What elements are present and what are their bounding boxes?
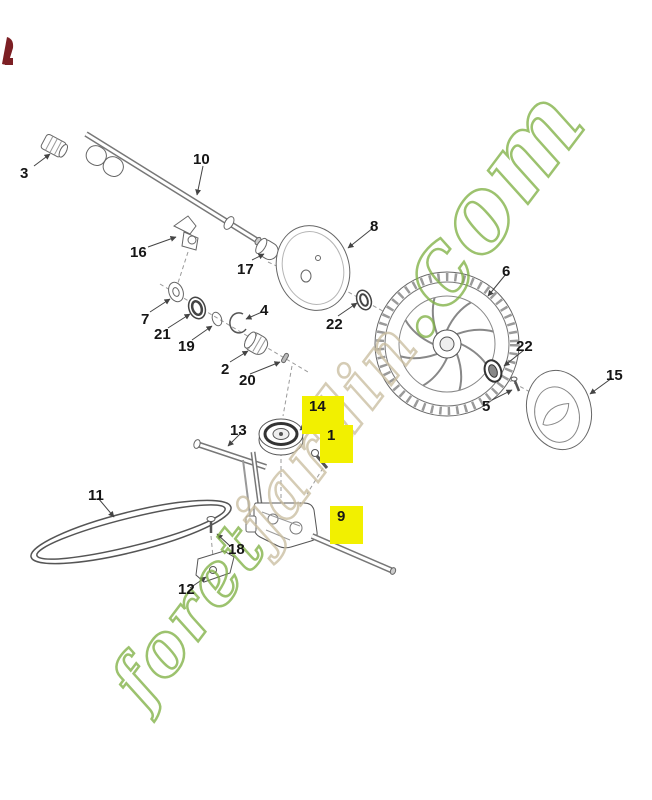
screw-part-1: [311, 449, 329, 469]
roller-parts: [85, 145, 124, 178]
pulley-part-14: [258, 418, 304, 456]
screw-part-18: [206, 516, 216, 533]
bracket-part-12: [195, 550, 235, 583]
wheel-part-6: [374, 271, 520, 417]
washer-part-7: [168, 281, 184, 303]
hubcap-part-15: [525, 369, 593, 451]
belt-part-11: [30, 499, 232, 565]
corner-mark: [2, 37, 14, 65]
screw-part-5: [510, 376, 521, 392]
vertical-rods: [242, 451, 264, 516]
pinion-part-2: [244, 331, 269, 355]
leader-lines: [33, 153, 613, 589]
clip-part-4: [229, 312, 247, 334]
bearing-part-22-left: [355, 289, 373, 311]
gearbox-housing: [245, 502, 318, 549]
shaft-part-9: [310, 533, 397, 575]
ring-part-19: [211, 311, 223, 327]
pin-part-20: [281, 352, 289, 364]
bearing-part-22-right: [483, 359, 503, 383]
bearing-part-21: [187, 296, 207, 320]
cover-disc-8: [275, 225, 351, 311]
drive-shaft-10: [84, 131, 262, 246]
knob-part: [40, 133, 69, 158]
bracket-part-16: [173, 215, 199, 251]
